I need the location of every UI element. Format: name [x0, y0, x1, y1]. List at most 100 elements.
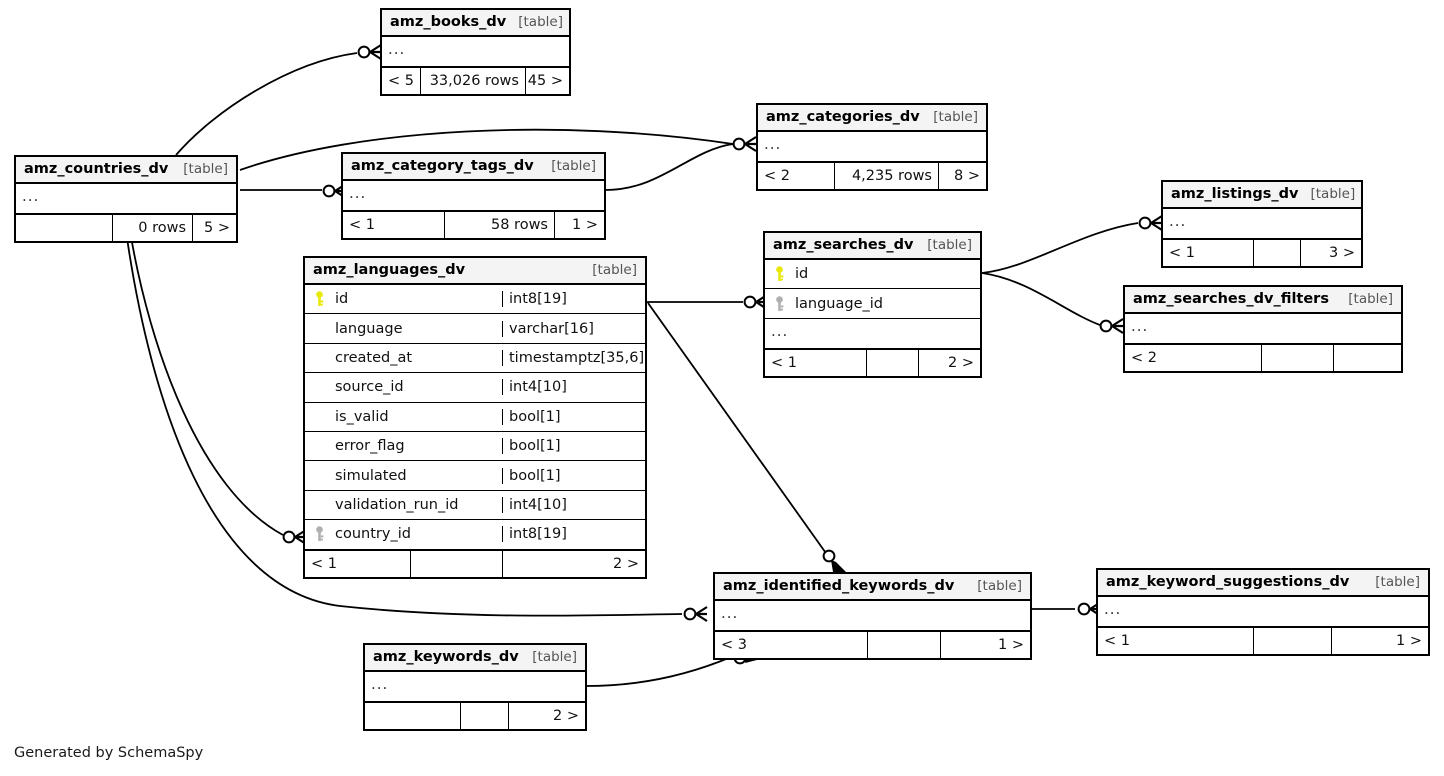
footer-incoming-count: < 2	[764, 168, 790, 184]
column-row[interactable]: created_at timestamptz[35,6]	[305, 344, 645, 374]
footer-outgoing-count: 2 >	[918, 349, 980, 376]
footer-incoming-count: < 1	[349, 217, 375, 233]
column-type: bool[1]	[502, 408, 645, 425]
column-name: is_valid	[335, 408, 389, 425]
column-name: created_at	[335, 349, 413, 366]
footer-row-count	[1261, 345, 1333, 371]
footer-row-count	[866, 349, 918, 376]
more-columns-ellipsis[interactable]: ...	[765, 319, 980, 349]
edge-countries-books	[175, 52, 358, 156]
table-kind-label: [table]	[977, 578, 1022, 594]
column-name-cell: id	[305, 291, 502, 307]
cardinality-circle	[822, 549, 836, 563]
column-type: bool[1]	[502, 438, 645, 455]
table-header: amz_identified_keywords_dv[table]	[715, 574, 1030, 601]
table-kind-label: [table]	[532, 649, 577, 665]
edge-countries-languages	[129, 230, 284, 536]
footer-row-count	[867, 632, 940, 658]
more-columns-ellipsis[interactable]: ...	[343, 181, 604, 211]
cardinality-circle	[282, 530, 296, 544]
table-footer: 2 >	[365, 702, 585, 729]
primary-key-icon	[313, 291, 326, 307]
table-kind-label: [table]	[551, 158, 596, 174]
footer-outgoing-count: 2 >	[502, 550, 645, 577]
footer-incoming-count	[365, 703, 460, 729]
table-name: amz_listings_dv	[1171, 186, 1299, 202]
cardinality-circle	[322, 184, 336, 198]
table-header: amz_countries_dv[table]	[16, 157, 236, 184]
foreign-key-icon	[313, 526, 326, 542]
column-row[interactable]: id	[765, 260, 980, 290]
table-node-amz_searches_dv_filters[interactable]: amz_searches_dv_filters[table]...< 2	[1123, 285, 1403, 373]
column-row[interactable]: is_valid bool[1]	[305, 403, 645, 432]
column-type: bool[1]	[502, 467, 645, 484]
primary-key-icon	[773, 266, 786, 282]
footer-outgoing-count: 45 >	[524, 68, 569, 94]
column-name: country_id	[335, 526, 411, 543]
more-columns-ellipsis[interactable]: ...	[1163, 209, 1361, 239]
table-kind-label: [table]	[933, 109, 978, 125]
footer-row-count	[460, 703, 508, 729]
table-kind-label: [table]	[518, 14, 563, 30]
column-row[interactable]: language_id	[765, 289, 980, 319]
table-node-amz_searches_dv[interactable]: amz_searches_dv [table] id language_id...< …	[763, 231, 982, 378]
column-name: language	[335, 320, 403, 337]
footer-row-count	[1253, 240, 1300, 266]
cardinality-circle	[683, 607, 697, 621]
column-name-cell: error_flag	[305, 438, 502, 454]
more-columns-ellipsis[interactable]: ...	[1098, 597, 1428, 627]
edge-searches-listings	[981, 222, 1139, 274]
table-name: amz_keyword_suggestions_dv	[1106, 574, 1350, 590]
more-columns-ellipsis[interactable]: ...	[1125, 314, 1401, 344]
table-name: amz_searches_dv	[773, 237, 914, 253]
table-node-amz_categories_dv[interactable]: amz_categories_dv[table]... < 2 4,235 rows…	[756, 103, 988, 191]
table-name: amz_languages_dv	[313, 262, 466, 278]
footer-row-count: 4,235 rows	[834, 163, 938, 189]
more-columns-ellipsis[interactable]: ...	[382, 37, 569, 67]
more-columns-ellipsis[interactable]: ...	[758, 132, 986, 162]
table-footer: < 2	[1125, 344, 1401, 371]
footer-incoming-count: < 5	[388, 73, 414, 89]
footer-incoming-count: < 1	[1169, 245, 1195, 261]
footer-outgoing-count: 1 >	[554, 212, 604, 238]
footer-incoming-count: < 1	[1104, 633, 1130, 649]
table-name: amz_keywords_dv	[373, 649, 519, 665]
table-node-amz_keywords_dv[interactable]: amz_keywords_dv [table]...2 >	[363, 643, 587, 731]
column-type: timestamptz[35,6]	[502, 349, 645, 366]
table-kind-label: [table]	[927, 237, 972, 253]
cardinality-circle	[1099, 319, 1113, 333]
column-name: source_id	[335, 379, 404, 396]
column-name-cell: validation_run_id	[305, 497, 502, 513]
more-columns-ellipsis[interactable]: ...	[365, 672, 585, 702]
footer-outgoing-count	[1333, 345, 1401, 371]
column-name-cell: language_id	[765, 296, 980, 312]
footer-row-count: 33,026 rows	[419, 68, 525, 94]
footer-outgoing-count: 3 >	[1300, 240, 1361, 266]
more-columns-ellipsis[interactable]: ...	[715, 601, 1030, 631]
table-header: amz_keywords_dv [table]	[365, 645, 585, 672]
table-header: amz_categories_dv[table]	[758, 105, 986, 132]
more-columns-ellipsis[interactable]: ...	[16, 184, 236, 214]
column-name-cell: language	[305, 321, 502, 337]
cardinality-circle	[1138, 216, 1152, 230]
cardinality-circle	[743, 295, 757, 309]
